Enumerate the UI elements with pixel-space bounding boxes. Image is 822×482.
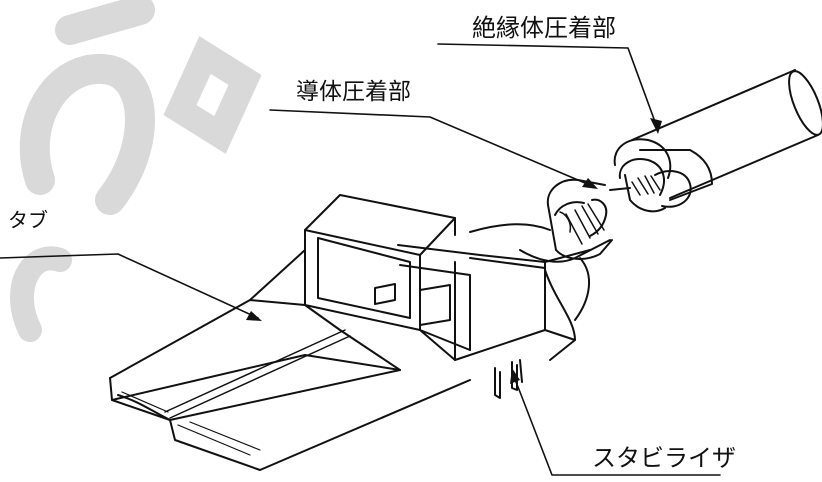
terminal-box	[304, 194, 591, 361]
leader-stabilizer	[511, 371, 721, 476]
wire	[631, 69, 822, 199]
insulation-crimp-barrel	[613, 138, 713, 213]
label-insulation-crimp: 絶縁体圧着部	[472, 14, 616, 42]
leader-insulation-crimp	[437, 43, 659, 131]
leader-conductor-crimp	[269, 109, 593, 187]
tab-blade	[109, 249, 471, 471]
arrow-stabilizer	[510, 368, 520, 384]
conductor-crimp-barrel	[546, 178, 631, 260]
label-stabilizer: スタビライザ	[592, 444, 736, 472]
leader-tab	[0, 253, 259, 319]
arrow-conductor-crimp	[582, 178, 598, 189]
label-tab: タブ	[8, 208, 48, 232]
transition-neck	[469, 223, 611, 361]
arrowheads	[246, 118, 662, 384]
watermark	[10, 0, 262, 342]
label-conductor-crimp: 導体圧着部	[296, 79, 411, 105]
arrow-tab	[246, 311, 262, 321]
arrow-insulation-crimp	[650, 118, 662, 134]
leader-lines	[0, 43, 721, 476]
